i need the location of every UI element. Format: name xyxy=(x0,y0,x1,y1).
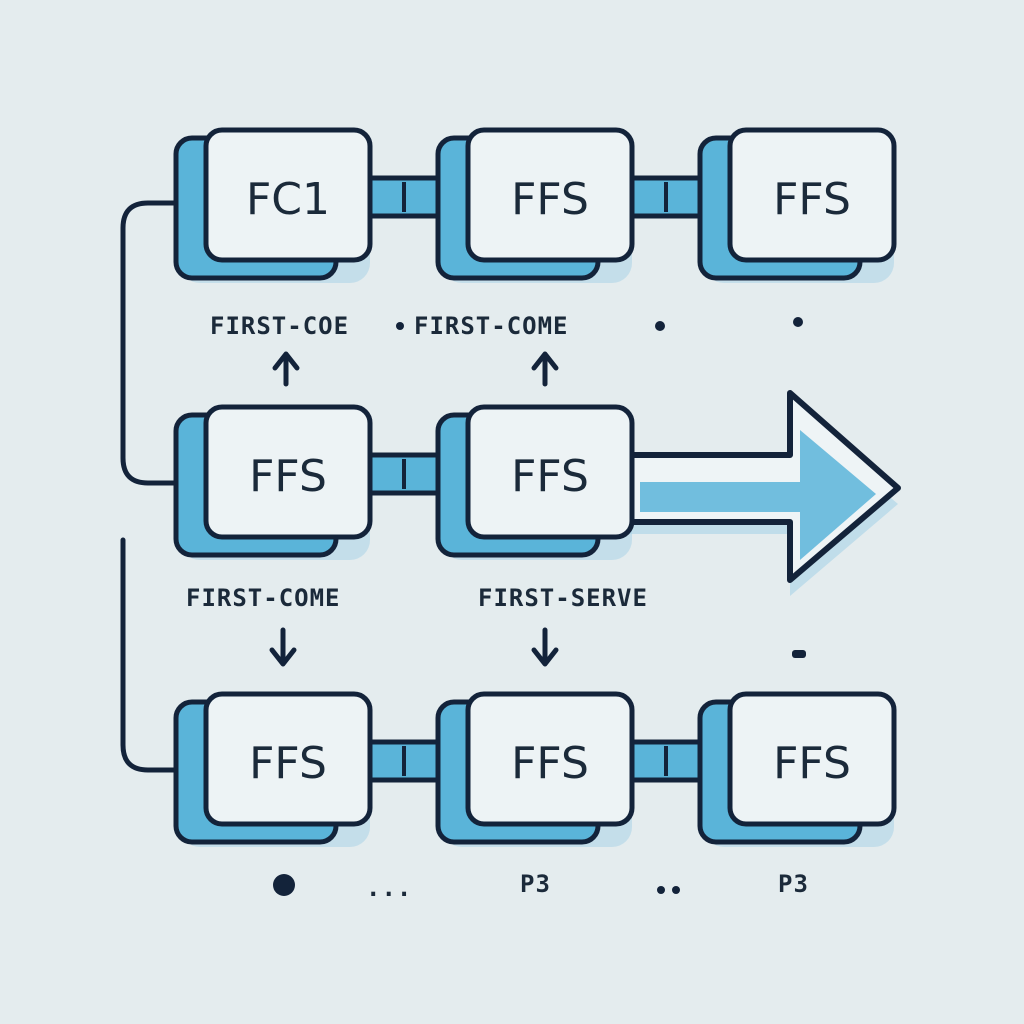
caption-top-mid: FIRST-COME xyxy=(414,312,569,340)
node-bottom-3-label: FFS xyxy=(773,738,851,789)
dot-top-3 xyxy=(793,317,803,327)
caption-top-left: FIRST-COE xyxy=(210,312,349,340)
dot-right xyxy=(792,650,806,658)
node-top-3[interactable]: FFS xyxy=(697,127,897,283)
arrow-down-icon xyxy=(531,627,559,667)
node-top-2-label: FFS xyxy=(511,174,589,225)
connector-bottom-1 xyxy=(363,739,445,783)
connector-top-1 xyxy=(363,175,445,219)
arrow-down-icon xyxy=(269,627,297,667)
node-middle-1-label: FFS xyxy=(249,451,327,502)
connector-bottom-2 xyxy=(625,739,707,783)
left-connector-top xyxy=(120,200,181,486)
dot-bottom-big xyxy=(273,874,295,896)
node-top-3-label: FFS xyxy=(773,174,851,225)
node-middle-2-label: FFS xyxy=(511,451,589,502)
dot-top-1 xyxy=(396,322,404,330)
flow-arrow-right xyxy=(625,390,901,596)
node-middle-2[interactable]: FFS xyxy=(435,404,635,560)
node-middle-1[interactable]: FFS xyxy=(173,404,373,560)
caption-middle-left: FIRST-COME xyxy=(186,584,341,612)
node-top-1-label: FC1 xyxy=(246,174,330,225)
dot-bottom-2 xyxy=(672,886,680,894)
caption-bottom-p3-b: P3 xyxy=(778,870,809,898)
node-bottom-3[interactable]: FFS xyxy=(697,691,897,847)
node-top-1[interactable]: FC1 xyxy=(173,127,373,283)
left-connector-bottom xyxy=(120,537,181,773)
node-bottom-1[interactable]: FFS xyxy=(173,691,373,847)
node-bottom-1-label: FFS xyxy=(249,738,327,789)
arrow-up-icon xyxy=(531,351,559,387)
connector-middle-1 xyxy=(363,452,445,496)
caption-bottom-dots: ... xyxy=(366,874,412,902)
dot-bottom-1 xyxy=(657,886,665,894)
caption-middle-right: FIRST-SERVE xyxy=(478,584,648,612)
node-bottom-2-label: FFS xyxy=(511,738,589,789)
caption-bottom-p3-a: P3 xyxy=(520,870,551,898)
node-top-2[interactable]: FFS xyxy=(435,127,635,283)
arrow-up-icon xyxy=(272,351,300,387)
dot-top-2 xyxy=(655,321,665,331)
node-bottom-2[interactable]: FFS xyxy=(435,691,635,847)
connector-top-2 xyxy=(625,175,707,219)
